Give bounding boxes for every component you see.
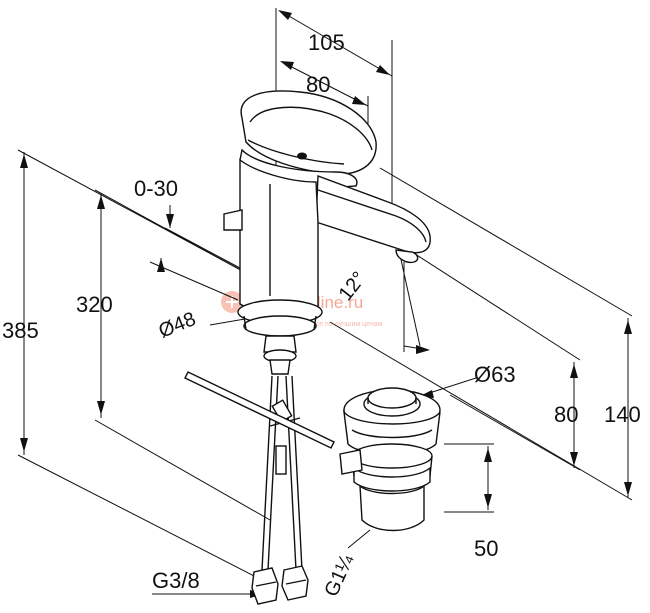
- lever-handle: [240, 90, 377, 175]
- dim-g1-1-4: G1¼: [320, 551, 358, 600]
- dim-g3-8: G3/8: [152, 568, 200, 593]
- mounting-nut: [263, 335, 297, 353]
- dim-50: 50: [474, 536, 498, 561]
- hose-fitting-right: [281, 565, 309, 601]
- waste-assembly: [339, 387, 441, 532]
- dim-80-spout: 80: [306, 72, 330, 97]
- dim-140: 140: [604, 402, 641, 427]
- dim-385: 385: [2, 318, 39, 343]
- dim-0-30: 0-30: [134, 176, 178, 201]
- dim-105: 105: [308, 30, 345, 55]
- faucet: [223, 90, 431, 375]
- dim-320: 320: [76, 292, 113, 317]
- supply-hoses: [184, 371, 335, 605]
- waste-body: [359, 484, 425, 532]
- hose-fitting-left: [251, 567, 279, 605]
- dimension-lines: [17, 8, 633, 598]
- popup-rod: [223, 209, 243, 231]
- dim-80-outlet: 80: [554, 402, 578, 427]
- aerator: [395, 249, 419, 264]
- dim-diameter-48: Ø48: [156, 308, 199, 343]
- faucet-column: [239, 158, 319, 315]
- linkage-rod: [184, 371, 335, 449]
- watermark-tagline: все по лучшим ценам: [312, 321, 383, 328]
- dim-diameter-63: Ø63: [474, 362, 516, 387]
